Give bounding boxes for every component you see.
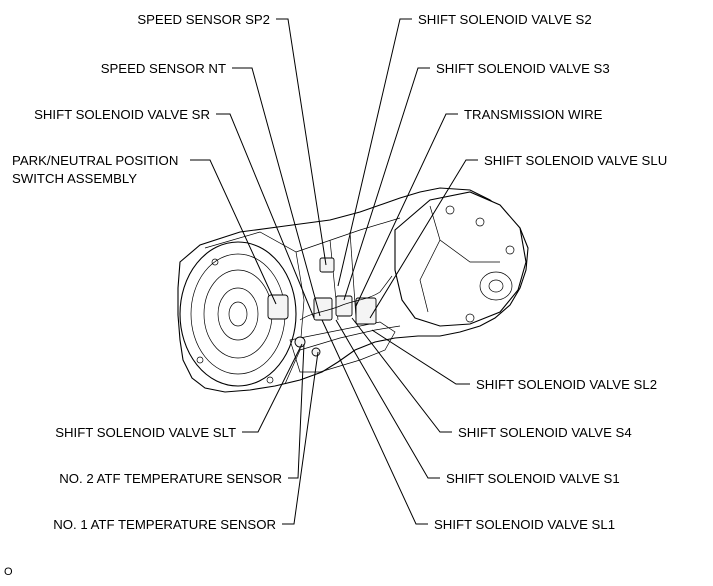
- leader-speed-sensor-sp2: [276, 18, 327, 266]
- park-neutral-switch: [267, 294, 289, 320]
- leader-speed-sensor-nt: [232, 67, 321, 317]
- leader-shift-solenoid-s1: [335, 319, 440, 479]
- torque-converter-ring-inner: [217, 287, 259, 341]
- leader-shift-solenoid-s2: [337, 18, 412, 287]
- bolt-4: [465, 313, 475, 323]
- leader-no2-atf: [288, 343, 305, 479]
- label-shift-solenoid-s2: SHIFT SOLENOID VALVE S2: [418, 12, 592, 27]
- label-shift-solenoid-sr: SHIFT SOLENOID VALVE SR: [34, 107, 210, 122]
- transmission-illustration: [177, 187, 529, 393]
- label-shift-solenoid-sl1: SHIFT SOLENOID VALVE SL1: [434, 517, 615, 532]
- leader-shift-solenoid-slu: [369, 159, 478, 319]
- bolt-2: [475, 217, 485, 227]
- torque-converter: [179, 241, 297, 387]
- label-shift-solenoid-s4: SHIFT SOLENOID VALVE S4: [458, 425, 632, 440]
- case-rib-2: [299, 325, 401, 351]
- leader-shift-solenoid-s4: [351, 317, 452, 433]
- solenoid-cluster-2: [335, 295, 353, 317]
- bolt-1: [445, 205, 455, 215]
- output-flange: [479, 271, 513, 301]
- label-park-neutral-line2: SWITCH ASSEMBLY: [12, 171, 137, 186]
- bell-housing-rim: [204, 231, 305, 385]
- extension-rib-1: [429, 205, 500, 263]
- bolt-3: [505, 245, 515, 255]
- leader-shift-solenoid-sl2: [371, 329, 470, 385]
- wire-harness: [299, 275, 393, 321]
- solenoid-cluster-1: [313, 297, 333, 321]
- label-shift-solenoid-slu: SHIFT SOLENOID VALVE SLU: [484, 153, 667, 168]
- label-shift-solenoid-sl2: SHIFT SOLENOID VALVE SL2: [476, 377, 657, 392]
- figure-code: O: [4, 566, 13, 578]
- torque-converter-hub: [228, 301, 248, 327]
- label-park-neutral-line1: PARK/NEUTRAL POSITION: [12, 153, 178, 168]
- label-transmission-wire: TRANSMISSION WIRE: [464, 107, 603, 122]
- label-no2-atf-sensor: NO. 2 ATF TEMPERATURE SENSOR: [59, 471, 282, 486]
- atf-sensor-body-2: [311, 347, 321, 357]
- leader-shift-solenoid-sl1: [321, 319, 428, 525]
- leader-transmission-wire: [355, 113, 458, 307]
- extension-rib-2: [419, 239, 441, 313]
- leader-shift-solenoid-s3: [343, 67, 430, 301]
- leader-shift-solenoid-sr: [216, 113, 315, 319]
- case-rib-1: [295, 217, 401, 253]
- oil-pan: [289, 321, 396, 373]
- bolt-7: [266, 376, 274, 384]
- label-speed-sensor-nt: SPEED SENSOR NT: [101, 61, 226, 76]
- label-speed-sensor-sp2: SPEED SENSOR SP2: [137, 12, 270, 27]
- label-shift-solenoid-s1: SHIFT SOLENOID VALVE S1: [446, 471, 620, 486]
- bolt-5: [211, 258, 219, 266]
- callout-labels: SPEED SENSOR SP2 SPEED SENSOR NT SHIFT S…: [4, 12, 667, 578]
- label-no1-atf-sensor: NO. 1 ATF TEMPERATURE SENSOR: [53, 517, 276, 532]
- label-shift-solenoid-s3: SHIFT SOLENOID VALVE S3: [436, 61, 610, 76]
- bolt-6: [196, 356, 204, 364]
- leader-no1-atf: [282, 351, 319, 525]
- solenoid-cluster-3: [355, 297, 377, 325]
- output-shaft: [488, 279, 504, 293]
- extension-housing: [394, 191, 527, 327]
- leader-lines: [190, 18, 478, 525]
- case-rib-4: [349, 231, 357, 319]
- label-shift-solenoid-slt: SHIFT SOLENOID VALVE SLT: [55, 425, 236, 440]
- leader-park-neutral: [190, 159, 277, 305]
- speed-sensor-body: [319, 257, 335, 273]
- leader-shift-solenoid-slt: [242, 343, 303, 433]
